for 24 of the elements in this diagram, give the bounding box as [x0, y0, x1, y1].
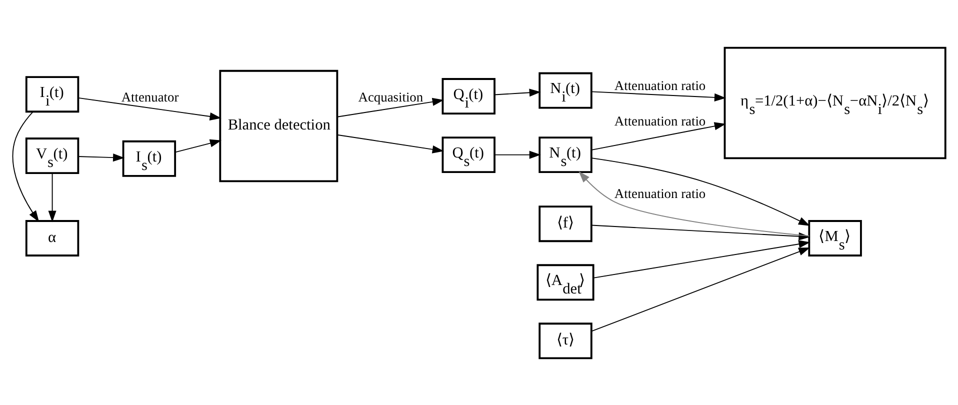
arrow	[336, 134, 444, 153]
node-box: α	[25, 220, 80, 256]
arrow	[592, 240, 810, 278]
arrow	[174, 138, 222, 152]
edge-label: Attenuator	[121, 88, 179, 104]
node-box: ⟨τ⟩	[538, 322, 592, 359]
arrow	[12, 111, 40, 222]
edge-label: Acquasition	[358, 88, 424, 104]
arrow	[78, 96, 222, 120]
arrow	[591, 90, 726, 101]
node-box: ⟨f⟩	[538, 205, 592, 242]
edge-label: Attenuation ratio	[614, 77, 706, 92]
arrow	[336, 97, 444, 117]
edge-label: Attenuation ratio	[614, 186, 706, 201]
arrow	[494, 88, 541, 96]
arrow	[591, 122, 726, 150]
arrow	[48, 172, 56, 222]
edge-label: Attenuation ratio	[614, 112, 706, 128]
arrow	[591, 157, 810, 226]
node-box: Blance detection	[219, 69, 338, 182]
arrow	[591, 246, 810, 332]
arrow	[78, 153, 125, 162]
arrow	[494, 150, 541, 158]
arrow	[578, 170, 810, 236]
